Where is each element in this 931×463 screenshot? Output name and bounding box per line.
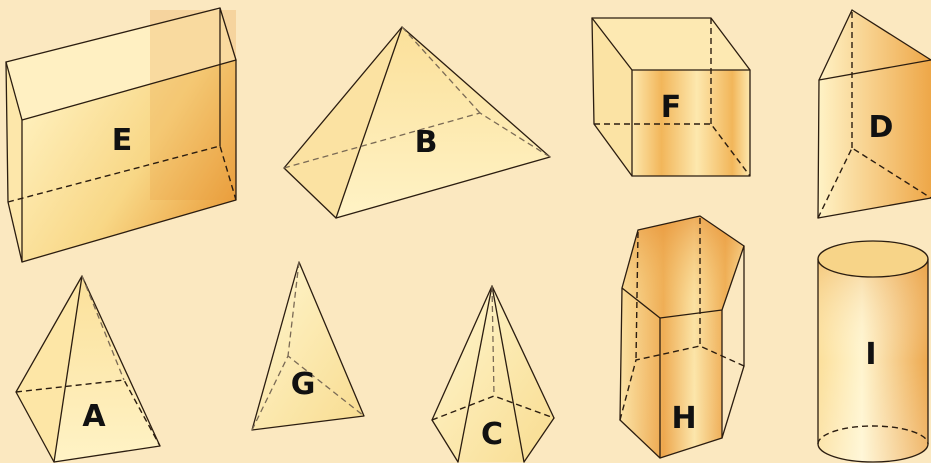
- solid-E-top-face: [6, 8, 236, 120]
- solid-E-label: E: [112, 123, 133, 158]
- solid-G-label: G: [291, 367, 316, 402]
- solid-C-edge-1: [457, 285, 493, 463]
- solid-I-bottom-front: [817, 443, 929, 463]
- solid-H-hidden-bottom: [619, 345, 745, 421]
- solid-H: H: [619, 215, 745, 459]
- solid-I-top-ellipse: [817, 240, 929, 278]
- solid-F-front-face: [632, 70, 750, 176]
- solid-H-label: H: [671, 401, 696, 436]
- solid-D-label: D: [869, 110, 894, 145]
- solid-A-label: A: [82, 399, 106, 434]
- solid-B-label: B: [415, 125, 438, 160]
- solid-F-label: F: [661, 90, 682, 125]
- solid-D-face: [818, 10, 931, 218]
- solid-C-face: [432, 286, 554, 462]
- solid-B-left-face: [284, 27, 402, 218]
- solid-A-hidden-edge-apex: [81, 275, 125, 381]
- solid-C-edge-2: [491, 285, 525, 463]
- solid-E: E: [5, 7, 237, 263]
- solid-D-edge-bottom: [817, 197, 931, 219]
- solid-I: I: [817, 240, 929, 463]
- solid-C-label: C: [481, 417, 503, 452]
- solid-G-face: [252, 262, 364, 430]
- solid-G-hidden-base: [251, 354, 365, 431]
- solid-E-side-face: [6, 62, 22, 262]
- solid-G-hidden-edge-apex: [287, 261, 300, 357]
- solid-G: G: [251, 261, 365, 431]
- solid-C-edge-base-front: [431, 419, 459, 463]
- solid-E-shade: [150, 10, 236, 200]
- solid-C-hidden-base: [431, 395, 555, 421]
- solid-H-edge-1: [619, 287, 623, 421]
- solid-C-hidden-edge-apex: [491, 285, 495, 397]
- solid-C-edge-base-front-right: [523, 417, 555, 463]
- solid-B-edges: [283, 26, 551, 219]
- solid-H-shade: [620, 216, 744, 458]
- solid-E-front-face: [22, 60, 236, 262]
- solid-I-bottom-back: [817, 425, 929, 445]
- solid-B: B: [283, 26, 551, 219]
- solid-I-shade: [818, 259, 928, 462]
- solid-F-hidden-edges: [594, 123, 751, 177]
- solid-A-front-face: [54, 276, 160, 462]
- solid-D: D: [817, 9, 931, 219]
- solid-D-edge-front-vertical: [817, 79, 820, 219]
- solid-E-hidden-edges: [7, 145, 237, 203]
- solid-H-bottom-front: [619, 365, 745, 459]
- solid-I-label: I: [865, 337, 876, 372]
- solid-H-hidden-vertical-1: [635, 231, 639, 361]
- solid-D-hidden-base: [817, 146, 931, 219]
- solid-F: F: [591, 17, 751, 177]
- solid-A-edge-front: [53, 275, 83, 463]
- solid-A-left-face: [16, 276, 82, 462]
- solid-G-edges: [251, 261, 365, 431]
- solid-B-edge-front: [335, 26, 403, 219]
- solid-A: A: [15, 275, 161, 463]
- solid-B-hidden-edges-base: [283, 112, 551, 169]
- solid-B-front-face: [336, 27, 550, 218]
- solid-C: C: [431, 285, 555, 463]
- solid-D-edge-left: [851, 9, 931, 61]
